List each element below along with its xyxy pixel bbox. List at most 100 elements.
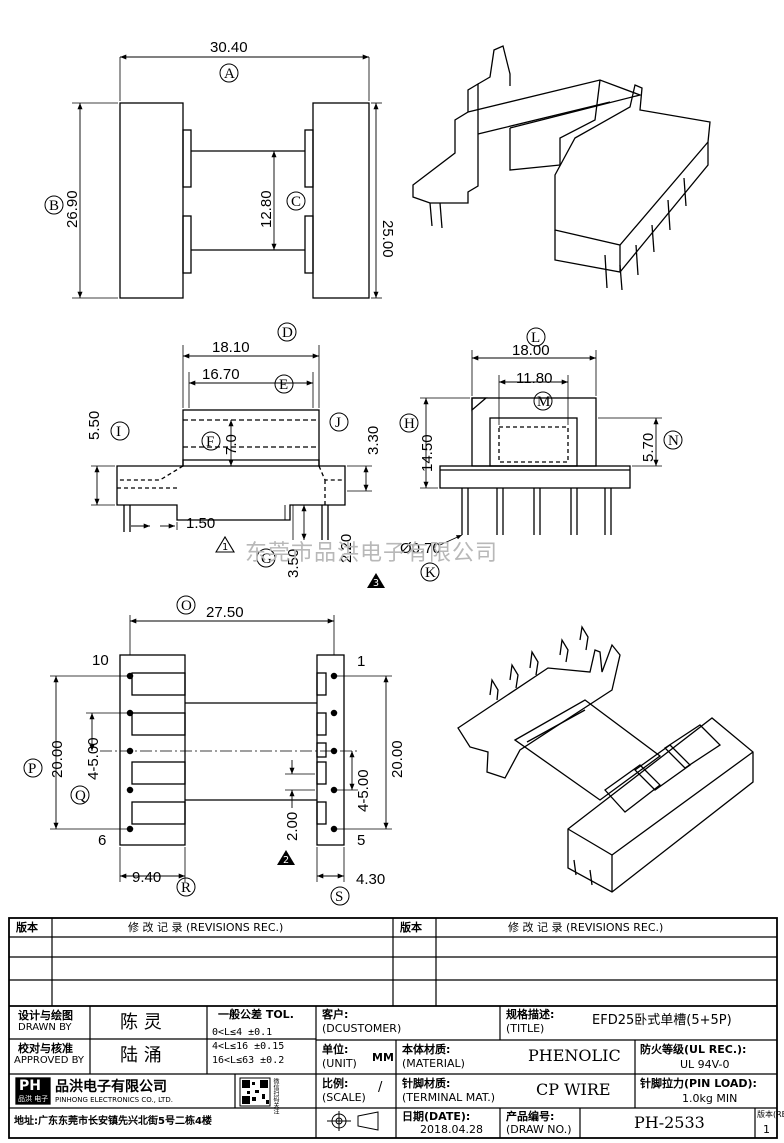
pinload-value: 1.0kg MIN xyxy=(682,1092,738,1105)
dim-n: 5.70 xyxy=(640,433,657,462)
tol-title: 一般公差 TOL. xyxy=(218,1008,294,1021)
unit-en: (UNIT) xyxy=(322,1057,357,1070)
tol-row-2: 4<L≤16 ±0.15 xyxy=(212,1041,285,1052)
rev-right-header: 修 改 记 录 (REVISIONS REC.) xyxy=(508,921,664,934)
drawno-value: PH-2533 xyxy=(634,1113,705,1132)
fire-value: UL 94V-0 xyxy=(680,1058,730,1071)
dim-a: 30.40 xyxy=(210,39,248,56)
spec-label: 规格描述: xyxy=(506,1008,555,1021)
marker-b: B xyxy=(49,198,59,214)
marker-c: C xyxy=(291,194,301,210)
isometric-view-bottom xyxy=(457,625,754,893)
bottom-view xyxy=(50,615,392,882)
dim-pin-1: 1.50 xyxy=(186,515,215,532)
title-block-grid xyxy=(8,917,778,1139)
approver-en: APPROVED BY xyxy=(14,1055,85,1066)
marker-j: J xyxy=(335,415,341,431)
logo-sub: 品洪 电子 xyxy=(18,1095,49,1103)
marker-m: M xyxy=(537,394,550,410)
spec-en: (TITLE) xyxy=(506,1022,545,1035)
dim-f: 7.0 xyxy=(223,434,240,455)
marker-l: L xyxy=(531,330,540,346)
company-name-cn: 品洪电子有限公司 xyxy=(55,1079,167,1095)
dim-4x5-right: 4-5.00 xyxy=(355,769,372,812)
rev-left-label: 版本 xyxy=(16,921,38,934)
dim-d: 18.10 xyxy=(212,339,250,356)
marker-d: D xyxy=(282,325,293,341)
rev-label: 版本(REV): xyxy=(757,1110,784,1119)
dim-m: 11.80 xyxy=(516,370,552,387)
marker-letters: A B C D E F G H I J K L M N O P Q R S xyxy=(28,66,679,905)
designer-en: DRAWN BY xyxy=(18,1022,72,1033)
dim-s: 4.30 xyxy=(356,871,385,888)
marker-bubbles xyxy=(23,63,683,906)
approver-name: 陆 涌 xyxy=(120,1045,162,1066)
dim-c: 12.80 xyxy=(258,190,275,228)
note-1: 1 xyxy=(222,542,228,553)
date-label: 日期(DATE): xyxy=(402,1110,471,1123)
scale-label: 比例: xyxy=(322,1077,349,1090)
rev-right-label: 版本 xyxy=(400,921,422,934)
marker-o: O xyxy=(181,598,192,614)
customer-label: 客户: xyxy=(322,1008,349,1021)
marker-i: I xyxy=(116,424,121,440)
marker-h: H xyxy=(404,416,415,432)
pin-label-10: 10 xyxy=(92,652,109,669)
logo-text: PH xyxy=(19,1078,41,1094)
marker-g: G xyxy=(261,551,272,567)
unit-value: MM xyxy=(372,1051,394,1064)
dim-o: 27.50 xyxy=(206,604,244,621)
pin-label-1: 1 xyxy=(357,653,365,670)
unit-label: 单位: xyxy=(322,1043,349,1056)
material-en: (MATERIAL) xyxy=(402,1057,465,1070)
scale-value: / xyxy=(378,1080,383,1095)
top-view xyxy=(72,54,382,299)
note-2: 2 xyxy=(283,855,289,866)
drawno-label: 产品编号: xyxy=(506,1110,555,1123)
dim-20-right: 20.00 xyxy=(389,740,406,778)
isometric-view-top xyxy=(412,45,711,291)
marker-f: F xyxy=(206,434,214,450)
rev-left-header: 修 改 记 录 (REVISIONS REC.) xyxy=(128,921,284,934)
company-logo xyxy=(15,1077,51,1105)
scale-en: (SCALE) xyxy=(322,1091,366,1104)
company-name-en: PINHONG ELECTRONICS CO., LTD. xyxy=(55,1096,173,1104)
dim-pin-2: 3.50 xyxy=(285,549,302,578)
marker-r: R xyxy=(181,880,191,896)
dim-pitch: 2.00 xyxy=(284,812,301,841)
fire-label: 防火等级(UL REC.): xyxy=(640,1043,747,1056)
marker-q: Q xyxy=(75,788,86,804)
qr-caption: 微信扫码关注 xyxy=(272,1078,279,1114)
drawno-en: (DRAW NO.) xyxy=(506,1123,572,1136)
dim-p: 20.00 xyxy=(49,740,66,778)
approver-label: 校对与核准 xyxy=(18,1042,73,1055)
customer-en: (DCUSTOMER) xyxy=(322,1022,402,1035)
dim-e: 16.70 xyxy=(202,366,240,383)
material-label: 本体材质: xyxy=(402,1043,451,1056)
marker-s: S xyxy=(335,889,343,905)
note-3: 3 xyxy=(373,578,379,589)
terminal-en: (TERMINAL MAT.) xyxy=(402,1091,496,1104)
dim-j: 3.30 xyxy=(365,426,382,455)
watermark: 东莞市品洪电子有限公司 xyxy=(245,541,499,566)
dim-l: 18.00 xyxy=(512,342,550,359)
qr-code xyxy=(239,1077,271,1107)
date-value: 2018.04.28 xyxy=(420,1123,483,1136)
terminal-label: 针脚材质: xyxy=(402,1077,451,1090)
front-view xyxy=(91,345,372,540)
terminal-value: CP WIRE xyxy=(536,1080,611,1099)
marker-n: N xyxy=(668,433,679,449)
designer-label: 设计与绘图 xyxy=(18,1009,73,1022)
spec-value: EFD25卧式单槽(5+5P) xyxy=(592,1013,732,1028)
projection-symbol xyxy=(327,1111,379,1131)
dim-h: 14.50 xyxy=(419,434,436,472)
dim-k: Ø0.70 xyxy=(400,540,441,557)
dim-b: 26.90 xyxy=(64,190,81,228)
marker-k: K xyxy=(425,565,436,581)
dim-q: 4-5.00 xyxy=(85,737,102,780)
marker-a: A xyxy=(224,66,235,82)
marker-e: E xyxy=(279,377,288,393)
dim-25: 25.00 xyxy=(379,220,396,258)
